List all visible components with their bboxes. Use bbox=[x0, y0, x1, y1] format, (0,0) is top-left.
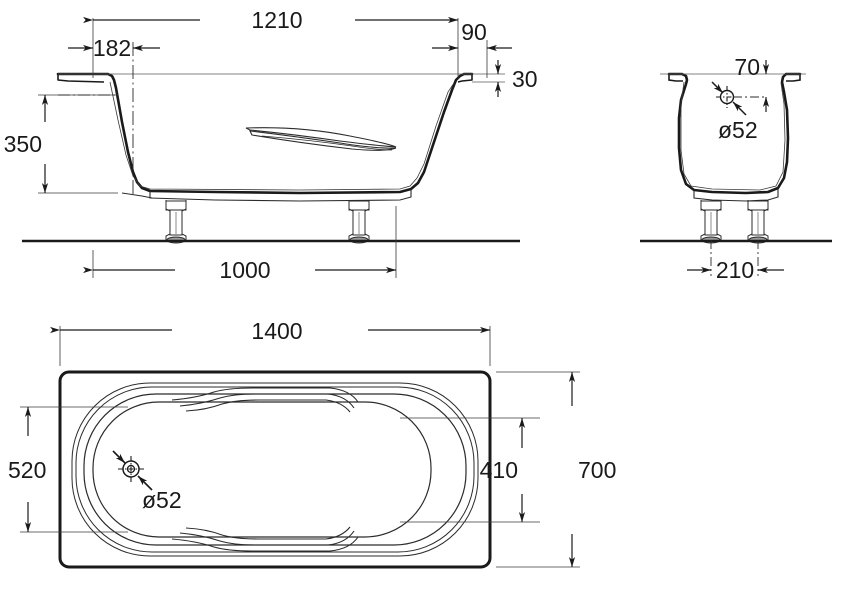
rim-contour-outer bbox=[71, 382, 479, 557]
dimension-label-410: 410 bbox=[480, 457, 518, 483]
drain-symbol-plan bbox=[118, 456, 144, 482]
tub-outline-plan bbox=[58, 370, 492, 569]
dimension-label-350: 350 bbox=[4, 131, 42, 157]
dimension-label-30: 30 bbox=[512, 66, 538, 92]
dimension-label-1400: 1400 bbox=[251, 318, 302, 344]
dimension-label-70: 70 bbox=[734, 54, 760, 80]
tub-body-side-profile bbox=[667, 72, 802, 202]
front-elevation-view: 1210 182 90 30 3 bbox=[4, 7, 538, 283]
dimension-label-52-plan: ø52 bbox=[142, 487, 182, 513]
drain-leader-arrows-side bbox=[711, 81, 747, 116]
armrest-ribs-top bbox=[171, 387, 359, 413]
bowl-contour-lower bbox=[92, 401, 432, 538]
dimension-label-1210: 1210 bbox=[251, 7, 302, 33]
dimension-label-700: 700 bbox=[578, 457, 616, 483]
side-elevation-view: ø52 70 210 bbox=[640, 54, 832, 283]
plan-view: ø52 1400 520 bbox=[8, 318, 616, 569]
dimension-label-520: 520 bbox=[8, 457, 46, 483]
dimension-label-210: 210 bbox=[716, 257, 754, 283]
rim-contour-mid bbox=[75, 386, 475, 553]
armrest-ribs-bottom bbox=[171, 526, 359, 552]
dimension-label-182: 182 bbox=[93, 35, 131, 61]
dimension-label-90: 90 bbox=[461, 19, 487, 45]
witness-lines-plan bbox=[20, 326, 580, 568]
support-legs-side bbox=[700, 200, 769, 244]
tub-body-front-profile bbox=[56, 72, 474, 202]
drain-leader-arrows-plan bbox=[112, 450, 153, 491]
dimension-label-52-side: ø52 bbox=[718, 117, 758, 143]
dimension-label-1000: 1000 bbox=[219, 257, 270, 283]
armrest-detail-front bbox=[245, 127, 397, 151]
support-legs-front bbox=[165, 200, 370, 244]
